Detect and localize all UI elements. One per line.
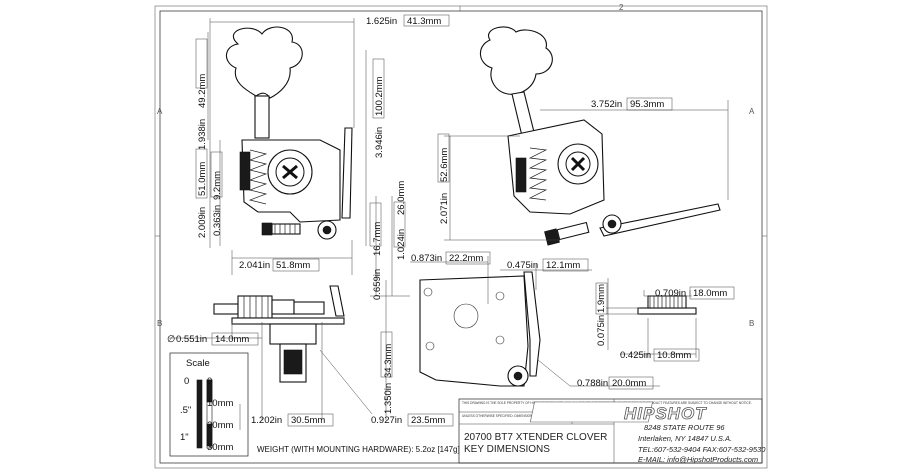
bushing-view xyxy=(637,290,697,315)
hipshot-logo: HIPSHOT xyxy=(624,404,707,423)
dim-gap-large-in: 1.024in xyxy=(396,229,407,260)
dim-iso-height-in: 2.071in xyxy=(439,193,450,224)
dim-plate-edge-mm: 12.1mm xyxy=(546,260,580,271)
dim-bushing-dia-in: 0.709in xyxy=(655,288,686,299)
side-view xyxy=(213,285,345,383)
dim-post-offset-mm: 9.2mm xyxy=(212,171,223,200)
dim-post-len-in: 1.202in xyxy=(251,415,282,426)
dim-plate-hole-in: 0.873in xyxy=(411,253,442,264)
grid-label-left-a: A xyxy=(157,107,163,116)
dim-iso-width-in: 3.752in xyxy=(591,99,622,110)
dim-total-height-mm: 100.2mm xyxy=(374,76,385,116)
dim-bushing-len-mm: 10.8mm xyxy=(657,350,691,361)
scale-one-inch: 1" xyxy=(180,432,189,443)
scale-zero-right: 0 xyxy=(207,376,212,387)
dim-top-width-in: 1.625in xyxy=(366,16,397,27)
center-vertical-dimensions: 0.659in 16.7mm 1.024in 26.0mm xyxy=(369,181,410,300)
scale-30mm: 30mm xyxy=(207,442,233,453)
isometric-view xyxy=(479,26,721,246)
dim-iso-height-mm: 52.6mm xyxy=(439,148,450,182)
phone-fax: TEL:607-532-9404 FAX:607-532-9530 xyxy=(638,445,766,454)
dim-base-width-in: 2.041in xyxy=(239,260,270,271)
dim-post-dia-symbol: ∅ xyxy=(167,334,175,345)
drawing-title-line1: 20700 BT7 XTENDER CLOVER xyxy=(464,432,607,443)
iso-xtender-lever xyxy=(599,203,721,237)
dim-gap-large-mm: 26.0mm xyxy=(396,181,407,215)
post-hole xyxy=(453,303,479,329)
address-line2: Interlaken, NY 14847 U.S.A. xyxy=(638,434,732,443)
dim-plate-depth-in: 1.350in xyxy=(383,383,394,414)
dim-head-height-mm: 49.2mm xyxy=(197,74,208,108)
dim-bushing-flange-in: 0.075in xyxy=(596,315,607,346)
hipshot-logo-frame xyxy=(529,401,653,423)
dim-plate-edge-in: 0.475in xyxy=(507,260,538,271)
dim-body-height-mm: 51.0mm xyxy=(197,162,208,196)
scale-title: Scale xyxy=(186,358,210,369)
iso-dimensions: 3.752in 95.3mm 2.071in 52.6mm xyxy=(437,97,729,241)
worm-spring xyxy=(248,149,268,205)
scale-20mm: 20mm xyxy=(207,420,233,431)
dim-post-offset-in: 0.363in xyxy=(212,205,223,236)
side-dimensions: ∅ 0.551in 14.0mm 1.202in 30.5mm 0.927in … xyxy=(167,322,454,430)
dim-plate-bottom-in: 0.788in xyxy=(577,378,608,389)
dim-bushing-dia-mm: 18.0mm xyxy=(693,288,727,299)
grid-label-left-b: B xyxy=(157,319,162,328)
weight-note: WEIGHT (WITH MOUNTING HARDWARE): 5.2oz [… xyxy=(257,445,460,454)
dim-post-gap-mm: 23.5mm xyxy=(411,415,445,426)
dim-body-height-in: 2.009in xyxy=(197,207,208,238)
key-shaft xyxy=(254,95,270,139)
tolerance-note: UNLESS OTHERWISE SPECIFIED: DIMENSIONS A… xyxy=(462,414,589,418)
dim-gap-small-in: 0.659in xyxy=(372,269,383,300)
front-view xyxy=(225,26,353,240)
clover-key-head xyxy=(225,26,303,99)
grid-label-right-b: B xyxy=(749,319,754,328)
dim-plate-bottom-mm: 20.0mm xyxy=(612,378,646,389)
grid-label-right-a: A xyxy=(749,107,755,116)
iso-clover-head xyxy=(479,26,553,95)
bushing-side xyxy=(269,323,317,345)
hipshot-badge xyxy=(239,151,251,191)
iso-housing xyxy=(507,119,605,215)
dim-head-height-in: 1.938in xyxy=(197,119,208,150)
base-plate-side xyxy=(231,317,345,325)
dim-plate-hole-mm: 22.2mm xyxy=(449,253,483,264)
dim-base-width-mm: 51.8mm xyxy=(276,260,310,271)
scale-half-inch: .5" xyxy=(180,405,191,416)
scale-box: Scale 0 0 10mm 20mm 30mm .5" 1" xyxy=(169,352,249,457)
email: E-MAIL: info@HipshotProducts.com xyxy=(638,455,758,464)
front-dimensions: 1.625in 41.3mm 1.938in 49.2mm 3.946in 10… xyxy=(195,14,450,275)
scale-zero-left: 0 xyxy=(184,376,189,387)
address-line1: 8248 STATE ROUTE 96 xyxy=(644,423,725,432)
dim-bushing-flange-mm: 1.9mm xyxy=(596,284,607,313)
dim-post-dia-in: 0.551in xyxy=(176,334,207,345)
outer-border xyxy=(154,5,768,469)
dim-post-len-mm: 30.5mm xyxy=(291,415,325,426)
base-plate-view xyxy=(419,271,541,387)
dim-post-gap-in: 0.927in xyxy=(371,415,402,426)
plate-dimensions: 0.873in 22.2mm 0.475in 12.1mm 0.788in 20… xyxy=(380,251,660,420)
dim-top-width-mm: 41.3mm xyxy=(407,16,441,27)
dim-gap-small-mm: 16.7mm xyxy=(372,222,383,256)
dim-plate-depth-mm: 34.3mm xyxy=(383,344,394,378)
bushing-dimensions: 0.709in 18.0mm 0.075in 1.9mm 0.425in 10.… xyxy=(595,278,735,362)
xtender-lever xyxy=(341,127,353,219)
dim-post-dia-mm: 14.0mm xyxy=(215,334,249,345)
drawing-title-line2: KEY DIMENSIONS xyxy=(464,444,550,455)
dim-total-height-in: 3.946in xyxy=(374,127,385,158)
scale-inch-bar xyxy=(196,379,203,449)
grid-label-top: 2 xyxy=(619,3,624,12)
plate-lever xyxy=(523,271,541,377)
scale-10mm: 10mm xyxy=(207,398,233,409)
dim-iso-width-mm: 95.3mm xyxy=(630,99,664,110)
base-plate xyxy=(419,275,529,387)
dim-bushing-len-in: 0.425in xyxy=(620,350,651,361)
